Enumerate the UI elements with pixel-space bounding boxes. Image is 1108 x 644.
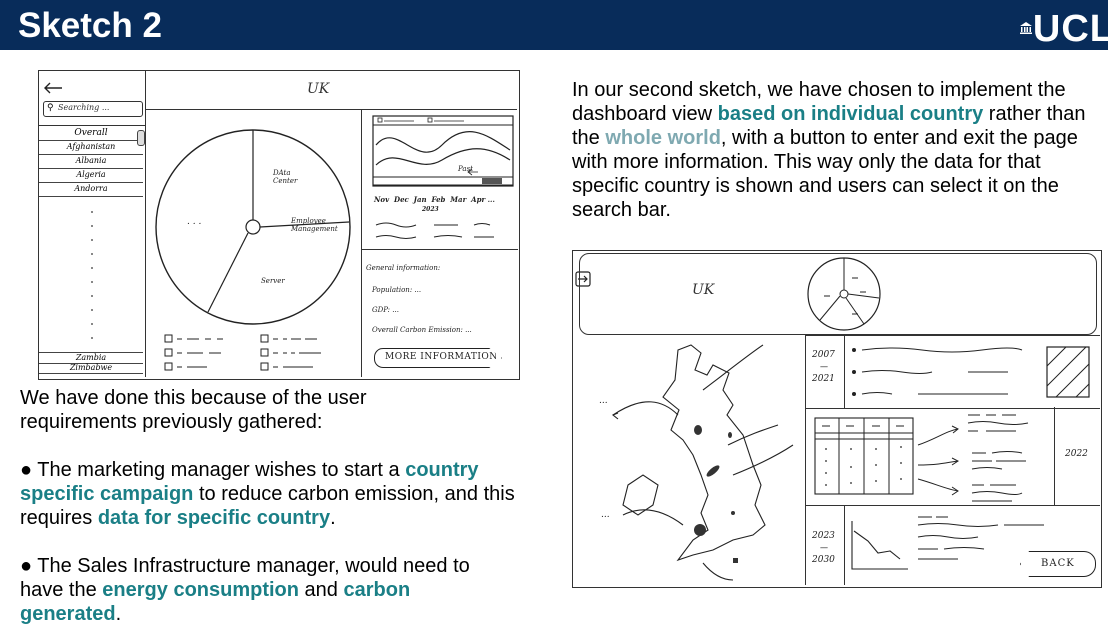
country-list: Overall Afghanistan Albania Algeria Ando… [39,125,145,376]
pie-label-data-center: DAta Center [273,169,298,185]
text-span: , with a button to enter and exit the pa… [572,127,1078,221]
sketch1-pie-chart [155,129,351,325]
search-icon: ⚲ [47,102,54,112]
year-mid-box: 2022 [1054,407,1101,505]
month-axis-label: Nov Dec Jan Feb Mar Apr ... [374,195,495,204]
sketch2-title-bar: UK [579,253,1097,335]
scrollbar[interactable] [137,130,145,146]
paragraph-requirements: We have done this because of the user re… [20,386,550,626]
bullet-marketing: ● The marketing manager wishes to start … [20,458,550,530]
text-span: ● The Sales Infrastructure manager, woul… [20,555,470,601]
header-bar: Sketch 2 UCL [0,0,1108,50]
svg-text:...: ... [599,396,608,406]
year-label: 2023 [422,206,439,213]
back-button[interactable]: BACK [1020,551,1096,577]
uk-map-sketch: ... ... [599,344,794,581]
back-button-label: BACK [1041,558,1075,569]
line-chart-sketch [372,115,514,187]
bullet-lines [852,347,1023,396]
year-mid: 2022 [1065,449,1088,459]
sketch2-country-title: UK [692,282,715,298]
highlight-text: based on individual country [717,103,984,125]
population-label: Population: ... [372,286,422,294]
year-dash: — [820,543,828,552]
pie-legend [164,334,321,371]
text-span: rather than the [572,103,1086,149]
list-item[interactable]: Overall [39,128,143,141]
pie-label-employee: Employee Management [291,217,338,233]
pie-label-server: Server [261,277,285,285]
forecast-panel: 2023 — 2030 BACK [805,505,1100,585]
carbon-label: Overall Carbon Emission: ... [372,326,472,334]
sketch1-sidebar: ⚲ Searching ... Overall Afghanistan Alba… [39,71,146,377]
svg-text:...: ... [601,510,610,520]
slide-title: Sketch 2 [18,6,162,45]
text-span: to reduce carbon emission, and this requ… [20,483,515,529]
table-panel: 2022 [805,407,1100,506]
data-table-sketch [814,417,914,495]
text-span: . [115,603,122,625]
year-end: 2030 [812,555,835,565]
pie-label-other: . . . [187,217,202,227]
text-span: . [330,507,336,529]
ucl-portico-icon [1020,22,1032,34]
gdp-label: GDP: ... [372,306,399,314]
highlight-text: energy consumption [102,579,299,601]
highlight-text: data for specific country [97,507,331,529]
list-item[interactable]: Afghanistan [39,142,143,155]
bullet-sales: ● The Sales Infrastructure manager, woul… [20,554,490,626]
list-dots [91,211,93,339]
highlight-text: whole world [605,127,721,149]
paragraph-sketch-description: In our second sketch, we have chosen to … [572,78,1102,222]
year-end: 2021 [812,374,835,384]
back-arrow-icon[interactable] [43,81,63,95]
sketch1-title-bar: UK [145,71,517,110]
highlight-text: country specific campaign [20,459,479,505]
ucl-logo: UCL [1032,8,1108,50]
sketch2-frame: UK ... ... [572,250,1102,588]
text-span: ● The marketing manager wishes to start … [20,459,406,481]
arrows-text-sketch [917,414,1029,502]
hatched-box [1046,346,1090,398]
search-placeholder: Searching ... [58,103,110,112]
trend-chart-sketch [851,521,908,570]
more-information-button[interactable]: MORE INFORMATION [374,348,502,368]
year-column: 2023 — 2030 [806,505,845,585]
list-item[interactable]: Algeria [39,170,143,183]
past-label: Past [458,165,473,173]
general-info-panel: General information: Population: ... GDP… [362,249,518,378]
sketch1-frame: ⚲ Searching ... Overall Afghanistan Alba… [38,70,520,380]
more-information-label: MORE INFORMATION [385,352,498,362]
year-column: 2007 — 2021 [806,336,845,408]
sketch1-right-column: Past Nov Dec Jan Feb Mar Apr ... 2023 Ge… [361,109,518,377]
list-item[interactable]: Zimbabwe [39,363,143,374]
text-span: In our second sketch, we have chosen to … [572,79,1066,125]
squiggle-lines [375,222,494,239]
years-panel-top: 2007 — 2021 [805,335,1100,409]
highlight-text: carbon generated [20,579,411,625]
sketch1-search-box[interactable]: ⚲ Searching ... [43,101,143,117]
forecast-text-lines [917,516,1044,560]
text-span: and [299,579,344,601]
sketch2-pie-chart [807,257,881,331]
list-item[interactable]: Andorra [39,184,143,197]
intro-text: We have done this because of the user re… [20,387,367,433]
list-item[interactable]: Albania [39,156,143,169]
year-start: 2023 [812,531,835,541]
list-item[interactable]: Zambia [39,352,143,364]
sketch1-country-title: UK [307,81,330,97]
year-start: 2007 [812,350,835,360]
general-info-label: General information: [366,264,441,272]
year-dash: — [820,362,828,371]
